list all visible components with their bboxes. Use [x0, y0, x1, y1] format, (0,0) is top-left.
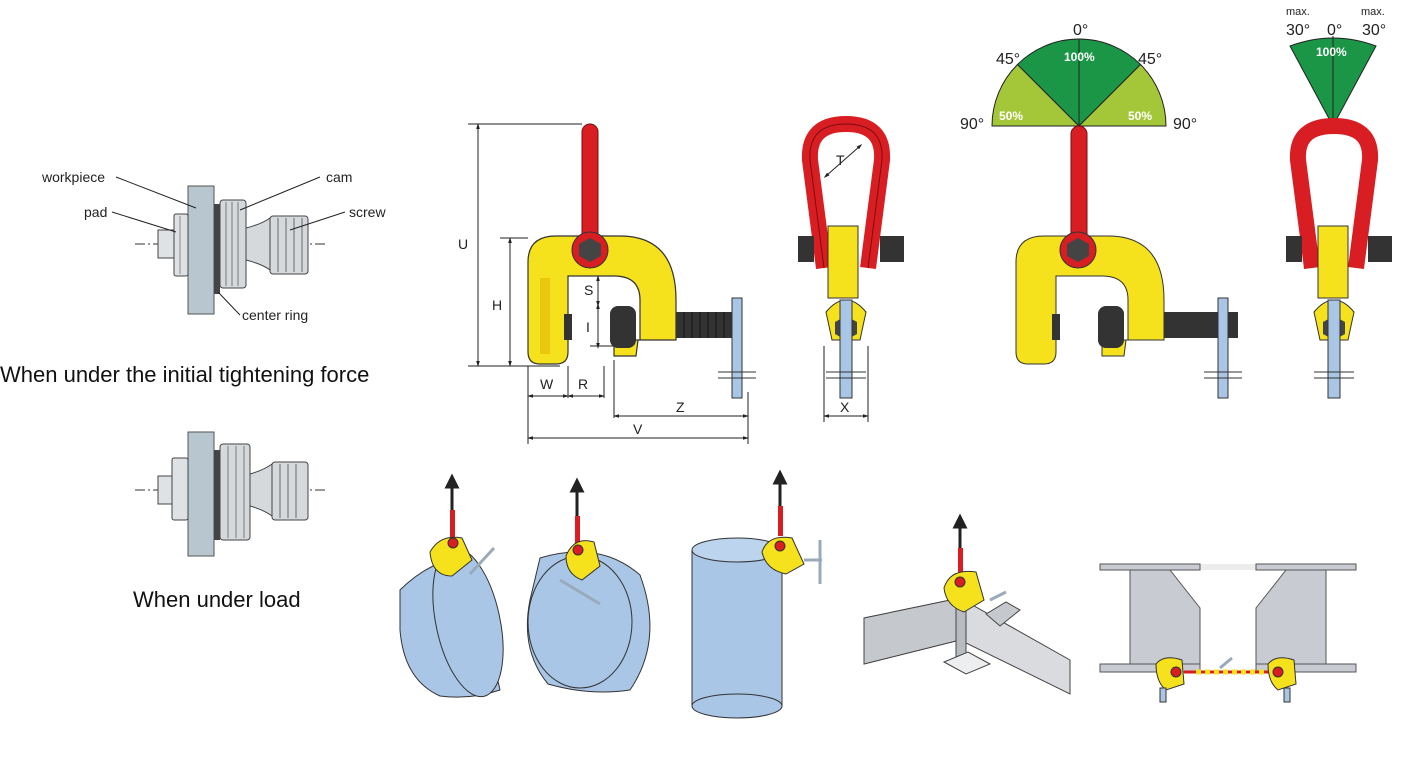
pct-50-left: 50% — [999, 109, 1023, 123]
side-pct-100: 100% — [1316, 45, 1347, 59]
label-center-ring: center ring — [242, 307, 308, 323]
label-workpiece: workpiece — [41, 169, 105, 185]
dim-U: U — [458, 236, 468, 252]
side-angle-diagram: 100% max. max. 30° 0° 30° — [1286, 6, 1392, 399]
clamp-side-view: U H S I W R Z V — [458, 123, 756, 444]
dim-I: I — [586, 319, 590, 335]
deg-45-left: 45° — [996, 51, 1020, 68]
side-max-left: max. — [1286, 6, 1310, 18]
mechanism-initial: workpiece pad cam screw center ring When… — [0, 169, 386, 387]
application-beam-flange — [863, 513, 1071, 695]
side-deg-30-right: 30° — [1362, 22, 1386, 39]
dim-R: R — [578, 376, 588, 392]
cam-part — [214, 199, 247, 294]
label-cam: cam — [326, 169, 352, 185]
mechanism-load: When under load — [133, 431, 325, 612]
dim-X: X — [840, 399, 850, 415]
deg-0: 0° — [1073, 22, 1088, 39]
dim-S: S — [584, 282, 593, 298]
dim-Z: Z — [676, 399, 685, 415]
caption-initial: When under the initial tightening force — [0, 362, 369, 387]
side-deg-0: 0° — [1327, 22, 1342, 39]
clamp-front-view: T X — [798, 115, 904, 422]
screw-part — [245, 215, 309, 275]
application-pipe-side-lift — [526, 477, 651, 693]
pct-100-top: 100% — [1064, 50, 1095, 64]
label-pad: pad — [84, 204, 107, 220]
workpiece-plate — [187, 185, 215, 315]
deg-90-right: 90° — [1173, 116, 1197, 133]
dim-H: H — [492, 297, 502, 313]
side-max-right: max. — [1361, 6, 1385, 18]
application-i-beams — [1099, 563, 1357, 703]
deg-45-right: 45° — [1138, 51, 1162, 68]
side-deg-30-left: 30° — [1286, 22, 1310, 39]
label-screw: screw — [349, 204, 386, 220]
dim-T: T — [836, 152, 845, 168]
deg-90-left: 90° — [960, 116, 984, 133]
caption-load: When under load — [133, 587, 301, 612]
application-pipe-end-lift — [399, 473, 504, 698]
pad-part — [157, 213, 189, 277]
application-pipe-vertical-lift — [691, 469, 822, 719]
dim-W: W — [540, 376, 554, 392]
load-angle-diagram: 100% 50% 50% 0° 45° 45° 90° 90° — [960, 22, 1242, 399]
pct-50-right: 50% — [1128, 109, 1152, 123]
dim-V: V — [633, 421, 643, 437]
